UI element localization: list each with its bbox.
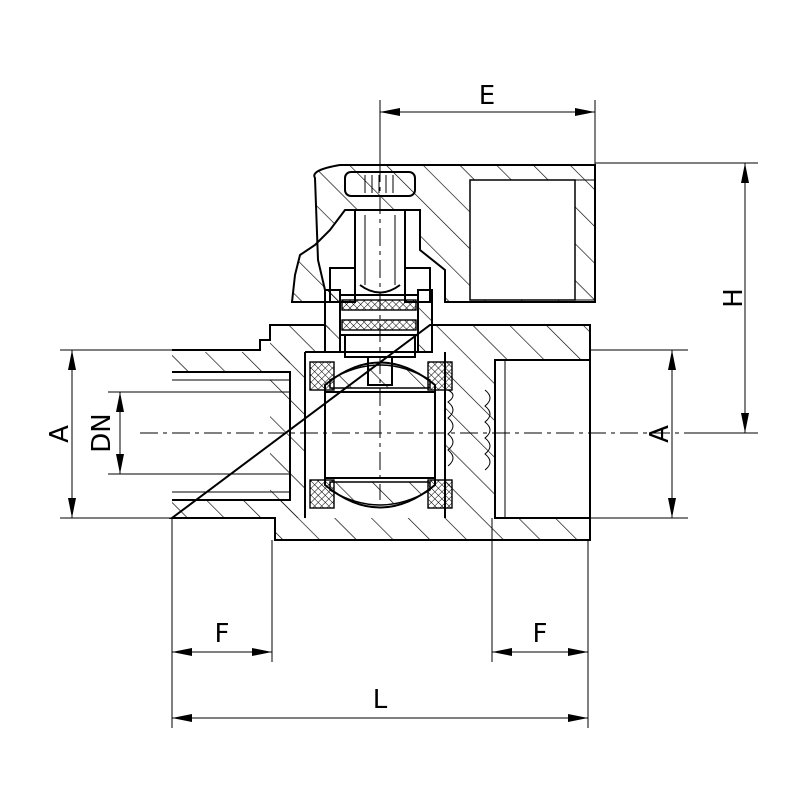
dim-H: H [595, 162, 758, 434]
dim-L-arrow-right [568, 714, 588, 722]
handle-edge-lines [575, 179, 595, 301]
dim-DN-label: DN [87, 413, 117, 452]
seat-top-right [427, 361, 453, 391]
body-top-wall [172, 352, 290, 372]
dim-E-arrow-right [575, 108, 595, 116]
dim-DN: DN [87, 391, 290, 475]
handle-nut-knurl [364, 175, 394, 193]
dim-E: E [379, 81, 596, 165]
insert-wave [447, 389, 454, 467]
dim-F-right-label: F [533, 619, 548, 649]
dim-L-arrow-left [172, 714, 192, 722]
dim-F-right-arrow-right [568, 648, 588, 656]
dim-F-right: F [491, 518, 589, 728]
seats [309, 361, 453, 509]
seat-bottom-left [309, 479, 335, 509]
dim-F-left-label: F [215, 619, 230, 649]
dim-A-left-arrow-top [68, 350, 76, 370]
dim-A-left-label: A [45, 425, 75, 443]
dim-H-arrow-bottom [741, 413, 749, 433]
stem-oring-bottom [341, 319, 417, 331]
stem [324, 209, 433, 386]
dim-F-left-arrow-right [252, 648, 272, 656]
body-left-boss [270, 352, 305, 518]
body-top-wall-right [430, 325, 590, 352]
handle [290, 164, 596, 303]
dim-A-right-arrow-bottom [668, 498, 676, 518]
body-top-wall-mid [270, 325, 330, 352]
insert-wave-2 [484, 389, 491, 471]
body-right-band [445, 352, 590, 518]
dim-A-right-label: A [645, 425, 675, 443]
dim-H-label: H [719, 288, 749, 308]
dim-A-left: A [45, 349, 172, 519]
dim-A-right: A [590, 349, 688, 519]
dim-L: L [171, 662, 588, 728]
handle-clip-left [329, 267, 356, 303]
dim-A-right-arrow-top [668, 350, 676, 370]
left-bore [172, 371, 291, 501]
stem-oring-top [341, 299, 417, 311]
dim-E-label: E [479, 81, 495, 111]
body-bottom-wall [172, 500, 590, 540]
dim-DN-arrow-bottom [116, 454, 124, 474]
dim-F-left-arrow-left [172, 648, 192, 656]
seat-bottom-right [427, 479, 453, 509]
seat-top-left [309, 361, 335, 391]
handle-clip-right [404, 267, 431, 303]
valve-body [168, 324, 591, 541]
right-bore [494, 359, 590, 519]
dim-F-left: F [171, 518, 273, 662]
dim-DN-arrow-top [116, 392, 124, 412]
dim-E-arrow-left [380, 108, 400, 116]
dim-L-label: L [373, 685, 388, 715]
handle-window [469, 179, 576, 301]
dim-A-left-arrow-bottom [68, 498, 76, 518]
dim-F-right-arrow-left [492, 648, 512, 656]
dim-H-arrow-top [741, 163, 749, 183]
